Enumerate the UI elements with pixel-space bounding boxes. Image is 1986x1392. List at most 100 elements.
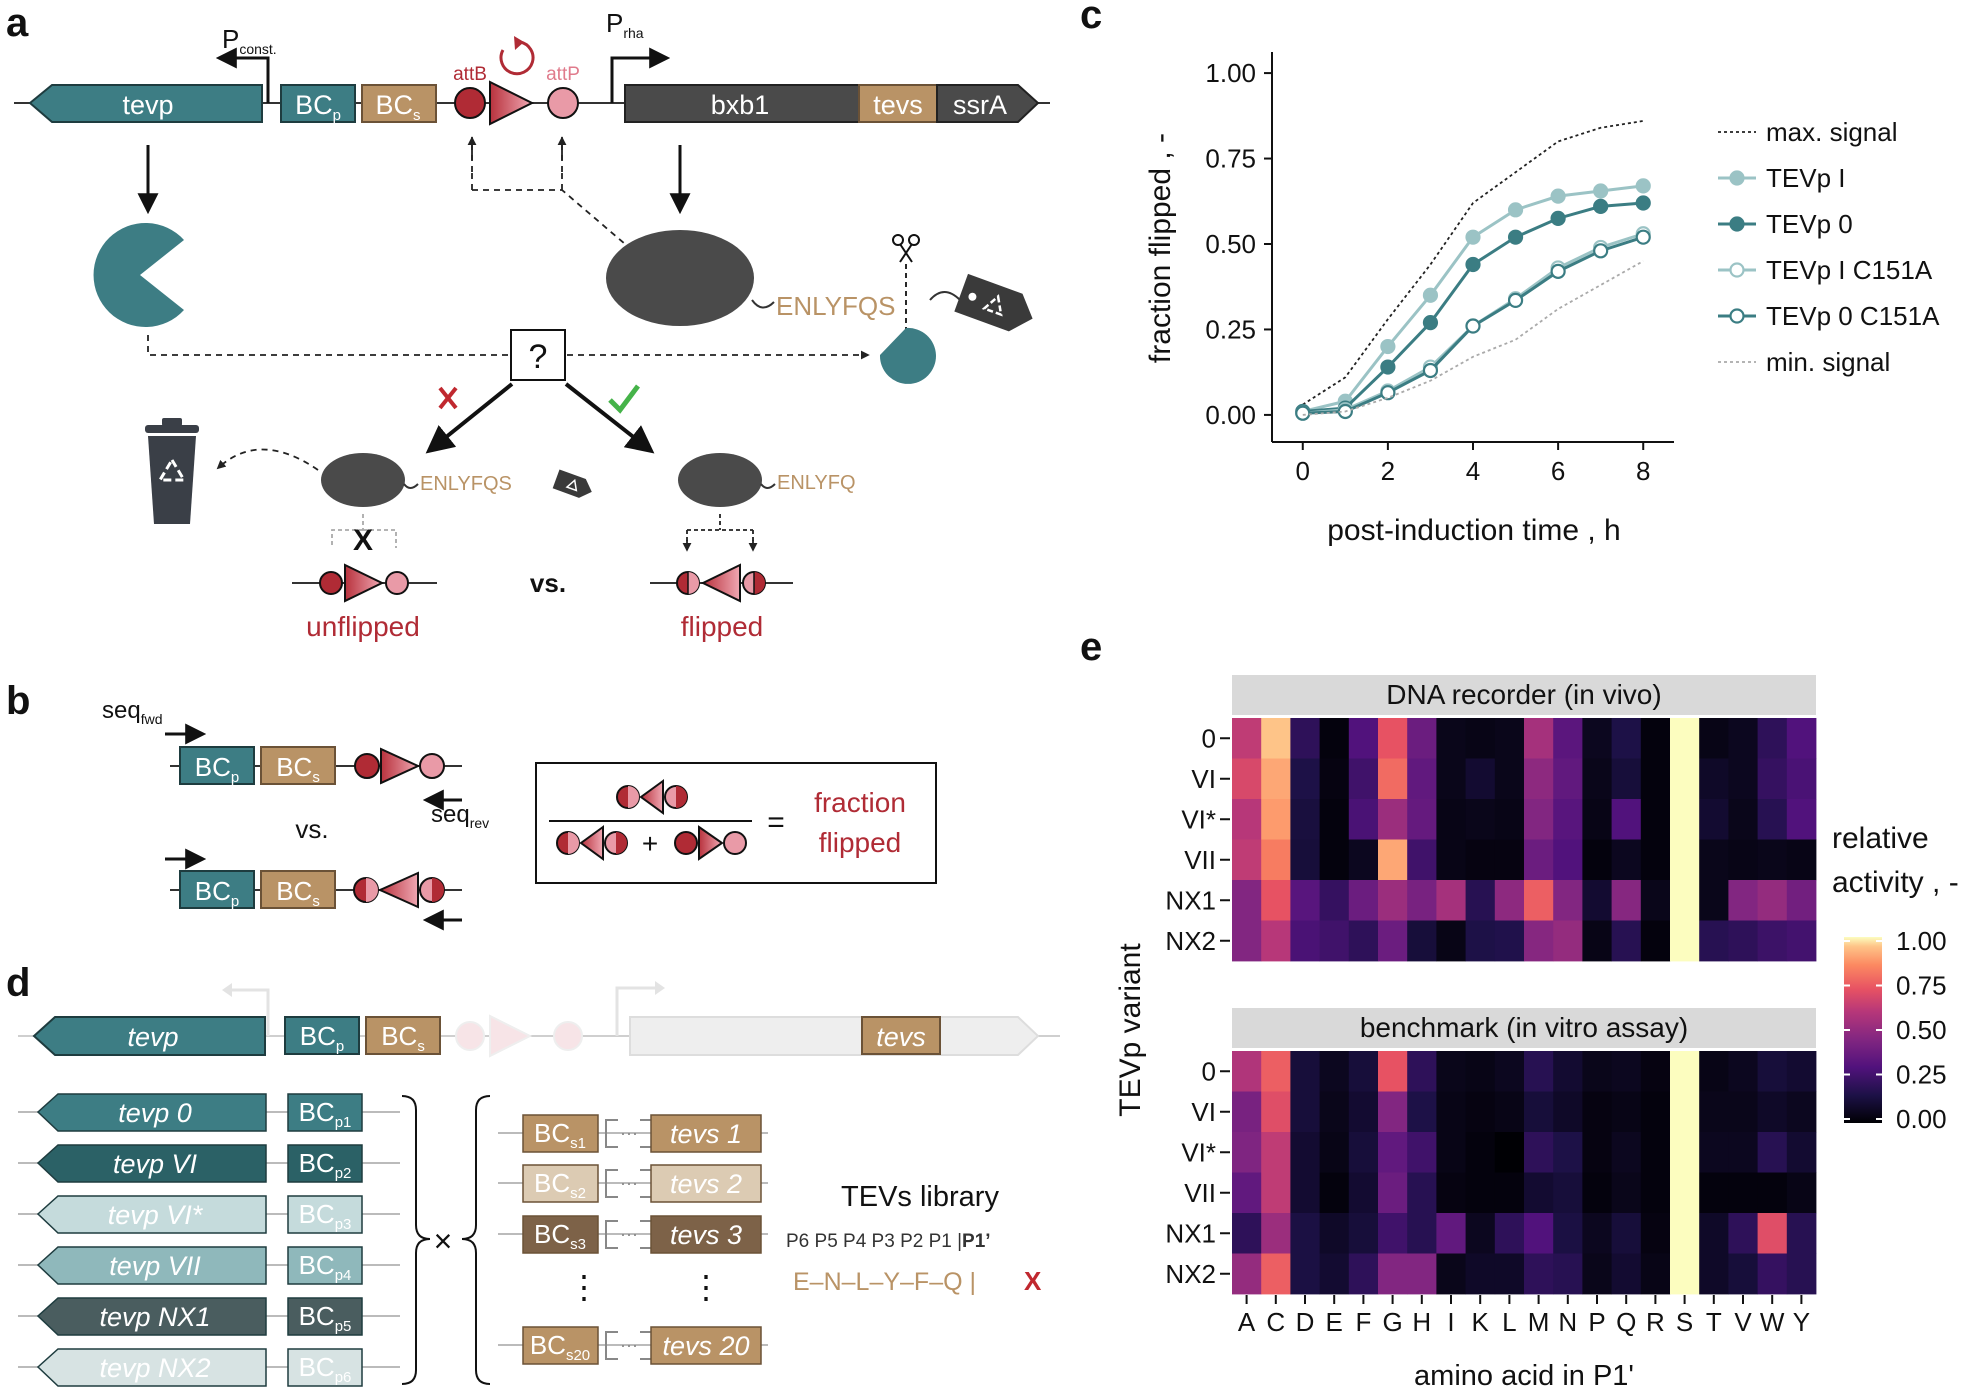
heatmap-cell [1757, 1051, 1788, 1092]
c-y-label: fraction flipped , - [1144, 133, 1177, 363]
colorbar-tick-label: 1.00 [1896, 926, 1947, 956]
heatmap-cell [1465, 839, 1496, 881]
heatmap-cell [1553, 1253, 1583, 1295]
heatmap-cell [1524, 799, 1554, 840]
heatmap-col-label: Y [1793, 1307, 1810, 1337]
heatmap-row-label: VI [1191, 764, 1216, 794]
d-site-link-dots: ··· [620, 1335, 638, 1355]
heatmap-cell [1786, 718, 1817, 759]
bcp-label: BCp [295, 90, 341, 124]
d-variant-gene-2 [36, 1195, 267, 1234]
heatmap-cell [1436, 880, 1466, 921]
heatmap-cell [1786, 1172, 1817, 1214]
c-x-tick-label: 8 [1636, 456, 1650, 486]
heatmap-cell [1290, 1172, 1320, 1214]
heatmap-cell [1553, 758, 1583, 800]
c-legend-label-1: TEVp I [1766, 163, 1845, 193]
heatmap-col-label: W [1760, 1307, 1785, 1337]
heatmap-cell [1319, 1132, 1350, 1173]
heatmap-cell [1232, 839, 1262, 881]
heatmap-cell [1348, 799, 1379, 840]
colorbar-tick-label: 0.25 [1896, 1060, 1947, 1090]
heatmap-cell [1232, 758, 1262, 800]
heatmap-cell [1378, 839, 1408, 881]
d-site-tevs-label-2: tevs 3 [670, 1220, 742, 1250]
heatmap-cell [1436, 1132, 1466, 1173]
c-point-4 [1507, 292, 1524, 308]
heatmap-cell [1465, 1253, 1496, 1295]
heatmap-cell [1553, 1213, 1583, 1254]
heatmap-cell [1699, 758, 1729, 800]
c-legend-label-4: TEVp 0 C151A [1766, 301, 1940, 331]
heatmap-cell [1494, 758, 1525, 800]
colorbar-tick-label: 0.00 [1896, 1104, 1947, 1134]
heatmap-cell [1786, 839, 1817, 881]
c-point-4 [1295, 405, 1311, 421]
heatmap-cell [1728, 718, 1758, 759]
heatmap-cell [1524, 1213, 1554, 1254]
d-site-link-dots: ··· [620, 1224, 638, 1244]
c-legend-marker-3 [1729, 262, 1745, 278]
heatmap-cell [1494, 718, 1525, 759]
heatmap-cell [1524, 1172, 1554, 1214]
heatmap-cell [1640, 920, 1671, 962]
heatmap-cell [1757, 1253, 1788, 1295]
left-brace [401, 1095, 431, 1385]
d-variant-name-4: tevp NX1 [99, 1302, 210, 1332]
heatmap-cell [1407, 1172, 1437, 1214]
heatmap-cell [1378, 1091, 1408, 1133]
heatmap-cell [1290, 1132, 1320, 1173]
d-variant-bc-box-4 [287, 1297, 363, 1336]
heatmap-cell [1786, 799, 1817, 840]
heatmap-cell [1699, 1253, 1729, 1295]
heatmap-cell [1232, 920, 1262, 962]
heatmap-cell [1757, 718, 1788, 759]
heatmap-cell [1407, 880, 1437, 921]
heatmap-cell [1378, 920, 1408, 962]
heatmap-cell [1378, 1132, 1408, 1173]
faded-attp [553, 1021, 583, 1051]
attb-label: attB [453, 64, 487, 85]
heatmap-cell [1582, 1132, 1612, 1173]
heatmap-cell [1553, 920, 1583, 962]
heatmap-cell [1261, 1172, 1291, 1214]
heatmap-cell [1232, 880, 1262, 921]
b-bcp-label-2: BCp [195, 876, 239, 910]
heatmap-cell [1699, 1172, 1729, 1214]
heatmap-cell [1494, 1172, 1525, 1214]
heatmap-cell [1728, 1051, 1758, 1092]
heatmap-col-label: A [1238, 1307, 1256, 1337]
no-flip-cross: X [353, 524, 373, 557]
c-y-tick-label: 0.75 [1205, 144, 1256, 174]
heatmap-col-label: P [1588, 1307, 1605, 1337]
b-bcs-label-2: BCs [276, 876, 320, 910]
branch-arrow-fail [425, 382, 514, 454]
heatmap-cell [1378, 758, 1408, 800]
heatmap-cell [1728, 1213, 1758, 1254]
heatmap-cell [1348, 1172, 1379, 1214]
heatmap-col-label: F [1355, 1307, 1371, 1337]
d-site-tevs-label-1: tevs 2 [670, 1169, 742, 1199]
bxb1-cleaved [678, 453, 762, 507]
seq-rev-label: seqrev [431, 801, 489, 831]
heatmap-cell [1640, 799, 1671, 840]
e-y-label: TEVp variant [1114, 943, 1147, 1117]
heatmap-cell [1640, 880, 1671, 921]
heatmap-cell [1582, 920, 1612, 962]
heatmap-cell [1348, 1091, 1379, 1133]
heatmap-cell [1348, 920, 1379, 962]
panel-letter-b: b [6, 679, 30, 723]
formula-denominator-unflipped [674, 825, 747, 861]
heatmap-cell [1611, 799, 1642, 840]
c-legend-label-2: TEVp 0 [1766, 209, 1853, 239]
heatmap-cell [1640, 1091, 1671, 1133]
heatmap-cell [1728, 880, 1758, 921]
strip-bottom [1232, 1008, 1816, 1048]
d-variant-gene-0 [36, 1093, 267, 1132]
heatmap-cell [1261, 1051, 1291, 1092]
